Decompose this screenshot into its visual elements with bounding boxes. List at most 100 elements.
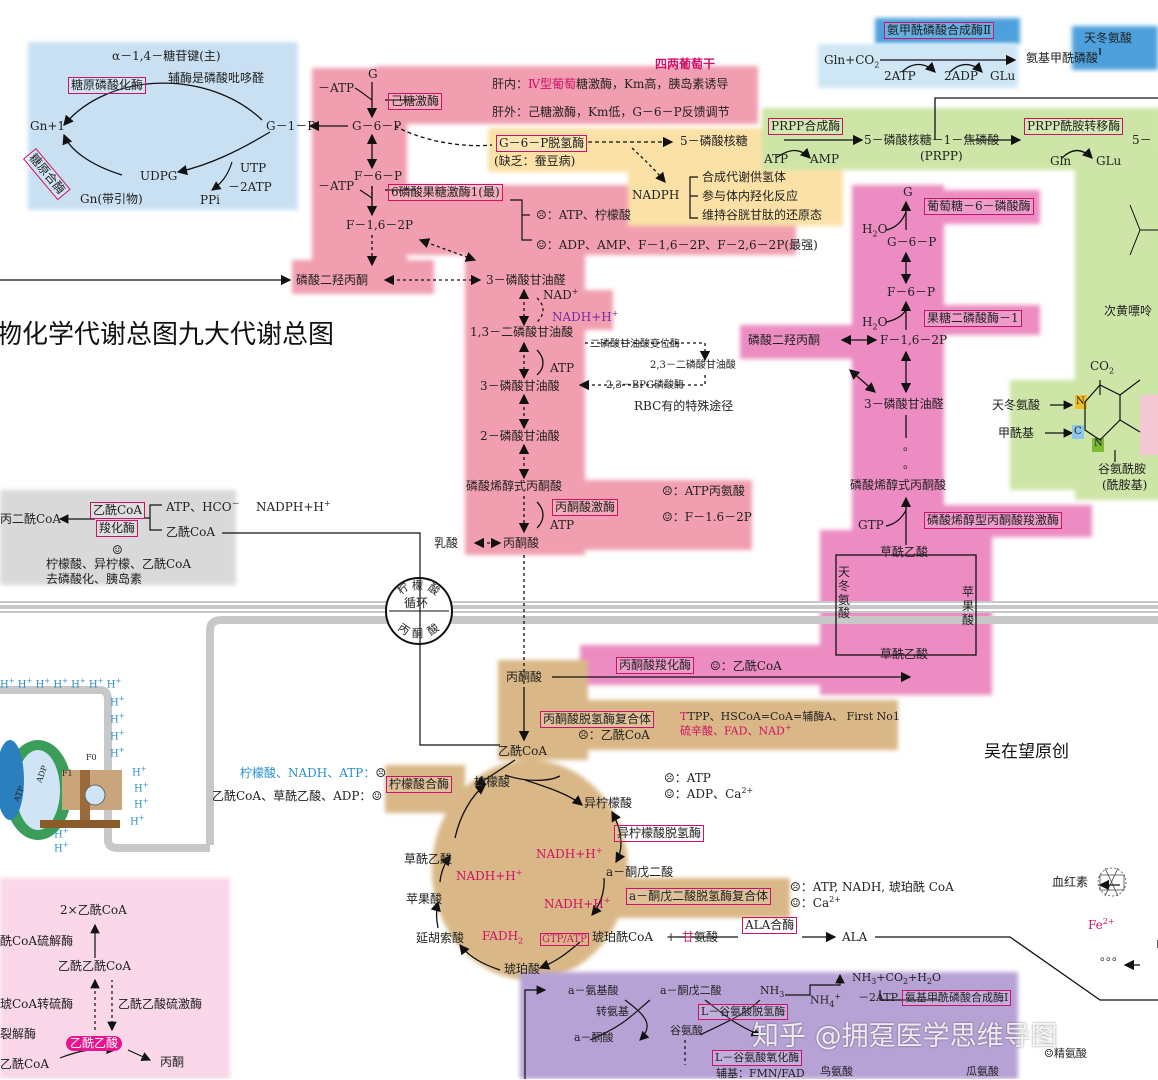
pk-activators: ☺：F－1.6－2P <box>662 510 752 524</box>
f16bp: F－1,6－2P <box>346 218 414 232</box>
proton-2: H+ <box>110 695 125 709</box>
inhibit-icon: ☹ <box>790 880 801 894</box>
bpg-mutase: 二磷酸甘油酸变位酶 <box>590 339 680 350</box>
idh-inhibitor: ☹：ATP <box>664 771 711 785</box>
gng-gtp: GTP <box>858 518 884 532</box>
gng-g6p: G－6－P <box>887 235 937 249</box>
ketone-acetyl-coa: 乙酰CoA <box>0 1057 50 1071</box>
gng-oaa-2: 草酰乙酸 <box>880 647 929 661</box>
mnemonic: 四两葡萄干 <box>655 57 716 71</box>
liver-in: 肝内：Ⅳ型葡萄糖激酶，Km高，胰岛素诱导 <box>492 77 729 91</box>
gng-h2o-1: H2O <box>862 222 888 239</box>
proton-4: H+ <box>110 729 125 743</box>
nadph-use3: 维持谷胱甘肽的还原态 <box>702 208 823 222</box>
activate-icon: ☺ <box>112 543 123 557</box>
proton-9: H+ <box>130 814 145 828</box>
activate-icon: ☺ <box>536 238 547 252</box>
region-glycogen <box>28 42 298 210</box>
minus-atp-1: －ATP <box>318 81 355 95</box>
glucose: G <box>368 67 378 81</box>
author-credit: 吴在望原创 <box>984 742 1069 762</box>
gng-glucose: G <box>903 185 913 199</box>
activate-icon: ☺ <box>710 659 721 673</box>
pep: 磷酸烯醇式丙酮酸 <box>466 479 563 493</box>
pg2: 2－磷酸甘油酸 <box>480 429 560 443</box>
lyase: 裂解酶 <box>0 1027 37 1041</box>
hypoxanthine: 次黄嘌呤 <box>1104 304 1153 318</box>
glycogen-bond: α－1,4－糖苷键(主) <box>112 49 221 63</box>
watermark: 知乎 @拥趸医学思维导图 <box>752 1021 1058 1052</box>
activate-icon: ☺ <box>371 789 383 803</box>
proton-7: H+ <box>134 781 149 795</box>
purine-amide: (酰胺基) <box>1102 478 1148 492</box>
cps1: 氨基甲酰磷酸合成酶Ⅰ <box>902 990 1012 1006</box>
oxaloacetate: 草酰乙酸 <box>404 852 453 866</box>
citrate: 柠檬酸 <box>474 775 511 789</box>
gng-oaa-1: 草酰乙酸 <box>880 545 929 559</box>
idh: 异柠檬酸脱氢酶 <box>614 825 705 842</box>
hemoglobin: 血红素 <box>1052 875 1089 889</box>
nad: NAD+ <box>543 287 579 302</box>
purine-n1: N <box>1076 396 1085 407</box>
pfk-activators: ☺：ADP、AMP、F－1,6－2P、F－2,6－2P(最强) <box>536 238 818 252</box>
glycine: 甘氨酸 <box>682 930 719 944</box>
proton-10: H+ <box>54 827 69 841</box>
glutamate-dehydrogenase: L－谷氨酸脱氢酶 <box>698 1004 789 1020</box>
gng-mal-vertical: 苹果酸 <box>962 585 975 627</box>
activate-icon: ☺ <box>790 896 801 910</box>
acc-cofactors: ATP、HCO－ <box>166 499 240 514</box>
inhibit-icon: ☹ <box>662 484 673 498</box>
cs-activators: 柠檬酸、NADH、ATP：☹ <box>240 766 387 780</box>
gng-dot-2: 。 <box>903 457 916 471</box>
region-urea <box>520 972 1018 1079</box>
cs-inhibitors: 乙酰CoA、草酰乙酸、ADP：☺ <box>212 789 383 803</box>
gln-co2: Gln+CO2 <box>824 53 880 70</box>
glycogen-minus2atp: －2ATP <box>228 180 272 194</box>
proton-8: H+ <box>134 797 149 811</box>
purine-asp: 天冬氨酸 <box>992 398 1041 412</box>
akgdh-complex: a－酮戊二酸脱氢酶复合体 <box>626 888 772 905</box>
fatty-reg2: 去磷酸化、胰岛素 <box>46 572 143 586</box>
mito-membrane <box>0 601 1158 613</box>
bpg13: 1,3－二磷酸甘油酸 <box>470 325 574 339</box>
pdh-complex: 丙酮酸脱氢酶复合体 <box>540 711 655 728</box>
urea-nh4: NH4+ <box>810 992 842 1009</box>
pyruvate-kinase: 丙酮酸激酶 <box>552 499 619 516</box>
gng-h2o-2: H2O <box>862 315 888 332</box>
pk-inhibitors: ☹：ATP丙氨酸 <box>662 484 745 498</box>
inhibit-icon: ☹ <box>578 728 589 742</box>
carbamoyl-phosphate: 氨基甲酰磷酸 <box>1026 51 1099 65</box>
arginine: ☺精氨酸 <box>1044 1047 1087 1060</box>
atp-glycolysis-1: ATP <box>550 361 575 375</box>
purine-formyl: 甲酰基 <box>998 426 1035 440</box>
proton-5: H+ <box>110 746 125 760</box>
heme-molecule-icon <box>1097 867 1127 897</box>
thiolase: 酰CoA硫解酶 <box>0 934 74 948</box>
akgdh-activators: ☺：Ca2+ <box>790 895 841 910</box>
glycogen-gn1: Gn+1 <box>30 119 66 133</box>
aspartate-top: 天冬氨酸 <box>1084 31 1133 45</box>
pc-activator: ☺：乙酰CoA <box>710 659 782 673</box>
pfk1: 6磷酸果糖激酶1(最) <box>388 184 503 201</box>
prpp-short: (PRPP) <box>920 149 963 163</box>
inhibit-icon: ☹ <box>536 208 547 222</box>
hexokinase: 己糖激酶 <box>388 93 443 110</box>
nadph: NADPH <box>632 188 680 202</box>
tca-badge-b: 檬 <box>412 579 423 592</box>
glycogen-phosphorylase: 糖原磷酸化酶 <box>68 77 147 94</box>
isocitrate: 异柠檬酸 <box>584 796 633 810</box>
pyr-2atp: 2ATP <box>884 69 916 83</box>
heme-dots: 。。。 <box>1100 949 1125 963</box>
dhap: 磷酸二羟丙酮 <box>296 273 369 287</box>
alpha-ketoglutarate: a－酮戊二酸 <box>606 865 674 879</box>
rbc-pathway: RBC有的特殊途径 <box>634 399 734 413</box>
gng-f16bp: F－1,6－2P <box>880 333 948 347</box>
pg3: 3－磷酸甘油酸 <box>480 379 560 393</box>
succinate: 琥珀酸 <box>504 962 541 976</box>
g6p: G－6－P <box>352 119 402 133</box>
glycogen-udpg: UDPG <box>140 169 178 183</box>
thiokinase: 乙酰乙酸硫激酶 <box>118 997 203 1011</box>
acetoacetyl-coa: 乙酰乙酰CoA <box>58 959 132 973</box>
pdh-cofactors: TTPP、HSCoA=CoA=辅酶A、 First No1 <box>680 710 900 723</box>
pdh-cofactors-2: 硫辛酸、FAD、NAD+ <box>680 723 792 738</box>
